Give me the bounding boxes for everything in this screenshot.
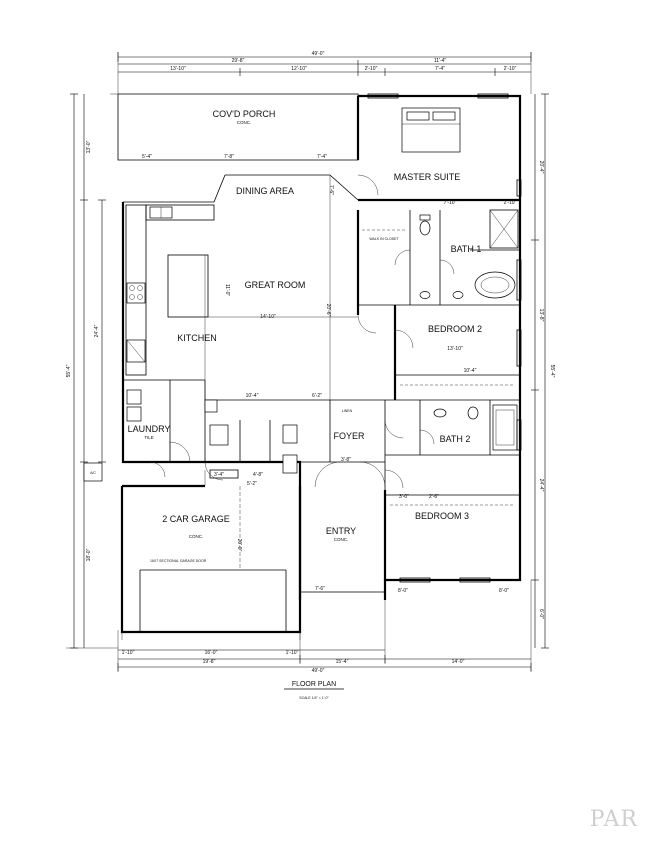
dim-bed2-w: 13'-10" (447, 346, 463, 352)
dim-right-top: 20'-4" (538, 161, 544, 174)
room-labels: COV'D PORCH CONC. DINING AREA GREAT ROOM… (90, 109, 482, 563)
dim-misc-a: 10'-4" (246, 393, 259, 399)
ac-label: A/C (90, 471, 96, 475)
room-foyer: FOYER (333, 431, 365, 441)
dim-left-top: 13'-0" (86, 140, 92, 153)
dim-right-bot: 6'-0" (538, 609, 544, 619)
dim-misc-l: 2'-10" (504, 200, 517, 206)
dim-bottom-mid: 15'-4" (336, 659, 349, 665)
dim-misc-i: 3'-0" (399, 494, 409, 500)
dim-bottom-g3: 1'-10" (286, 650, 299, 656)
dim-top-seg1: 13'-10" (170, 66, 186, 72)
dim-bottom-left: 19'-8" (203, 659, 216, 665)
dim-misc-d: 4'-8" (253, 472, 263, 478)
room-bath2: BATH 2 (440, 434, 471, 444)
room-master: MASTER SUITE (394, 172, 461, 182)
dim-great-h: 20'-6" (325, 304, 331, 317)
dim-misc-c: 3'-4" (214, 472, 224, 478)
room-bath1: BATH 1 (451, 244, 482, 254)
dim-great-w: 14'-10" (260, 314, 276, 320)
plan-scale: SCALE 1/4" = 1'-0" (299, 696, 329, 700)
dim-bottom-g1: 1'-10" (122, 650, 135, 656)
dim-porch-w2: 7'-8" (224, 154, 234, 160)
room-garage: 2 CAR GARAGE (162, 514, 230, 524)
dim-left-low: 18'-0" (86, 548, 92, 561)
dim-misc-k: 7'-6" (315, 586, 325, 592)
walls (117, 93, 522, 640)
room-kitchen: KITCHEN (177, 333, 217, 343)
walk-in-closet-label: WALK IN CLOSET (369, 237, 399, 241)
dim-misc-g: 2'-6" (429, 494, 439, 500)
garage-door-label: 16X7 SECTIONAL GARAGE DOOR (150, 559, 207, 563)
dim-top-seg3: 2'-10" (365, 66, 378, 72)
dim-bed2-w2: 10'-4" (464, 368, 477, 374)
dim-porch-w1: 5'-4" (142, 154, 152, 160)
room-dining-text: DINING AREA (236, 186, 294, 196)
dim-porch-w3: 7'-4" (317, 154, 327, 160)
room-garage-sub: CONC. (189, 534, 204, 539)
dim-top-seg2: 12'-10" (291, 66, 307, 72)
dim-misc-h: 7'-10" (444, 200, 457, 206)
dimension-lines (66, 52, 549, 672)
dim-kitchen-h: 11'-0" (224, 284, 230, 297)
dim-dining-w: 7'-6" (328, 185, 334, 195)
dim-left-mid: 24'-4" (94, 324, 100, 337)
room-entry: ENTRY (326, 526, 356, 536)
fixtures (83, 93, 522, 583)
room-great: GREAT ROOM (245, 280, 306, 290)
dim-bottom-total: 49'-0" (312, 668, 325, 674)
dim-misc-m: 8'-0" (499, 588, 509, 594)
dim-top-total: 49'-0" (312, 51, 325, 57)
dim-bottom-right: 14'-0" (452, 659, 465, 665)
room-bedroom3: BEDROOM 3 (415, 511, 469, 521)
room-laundry-sub: TILE (144, 435, 154, 440)
dim-left-total: 55'-4" (66, 364, 72, 377)
room-dining: DINING AREA (236, 186, 294, 196)
room-porch: COV'D PORCH (213, 109, 276, 119)
dim-top-right: 11'-4" (434, 58, 447, 64)
dim-right-mid: 13'-8" (538, 309, 544, 322)
dim-garage-h: 20'-0" (236, 539, 242, 552)
room-bedroom2: BEDROOM 2 (428, 324, 482, 334)
dim-top-r4: 2'-10" (504, 66, 517, 72)
dim-misc-j: 8'-0" (398, 588, 408, 594)
dim-misc-f: 3'-8" (341, 457, 351, 463)
dim-misc-b: 6'-2" (312, 393, 322, 399)
dim-top-left: 29'-8" (232, 58, 245, 64)
dim-bottom-g2: 16'-0" (205, 650, 218, 656)
title-block: FLOOR PLAN SCALE 1/4" = 1'-0" (284, 681, 344, 700)
linen-label: LINEN (342, 409, 353, 413)
plan-title: FLOOR PLAN (292, 681, 336, 688)
watermark-logo: PAR (589, 807, 638, 832)
room-entry-sub: CONC. (334, 537, 349, 542)
dimension-labels: 49'-0" 29'-8" 11'-4" 13'-10" 12'-10" 2'-… (66, 51, 555, 674)
room-laundry: LAUNDRY (128, 424, 171, 434)
dim-misc-e: 5'-2" (247, 481, 257, 487)
room-porch-sub: CONC. (237, 120, 252, 125)
dim-top-r3: 7'-4" (435, 66, 445, 72)
dim-right-low: 24'-4" (538, 479, 544, 492)
dim-right-total: 55'-4" (549, 365, 555, 378)
